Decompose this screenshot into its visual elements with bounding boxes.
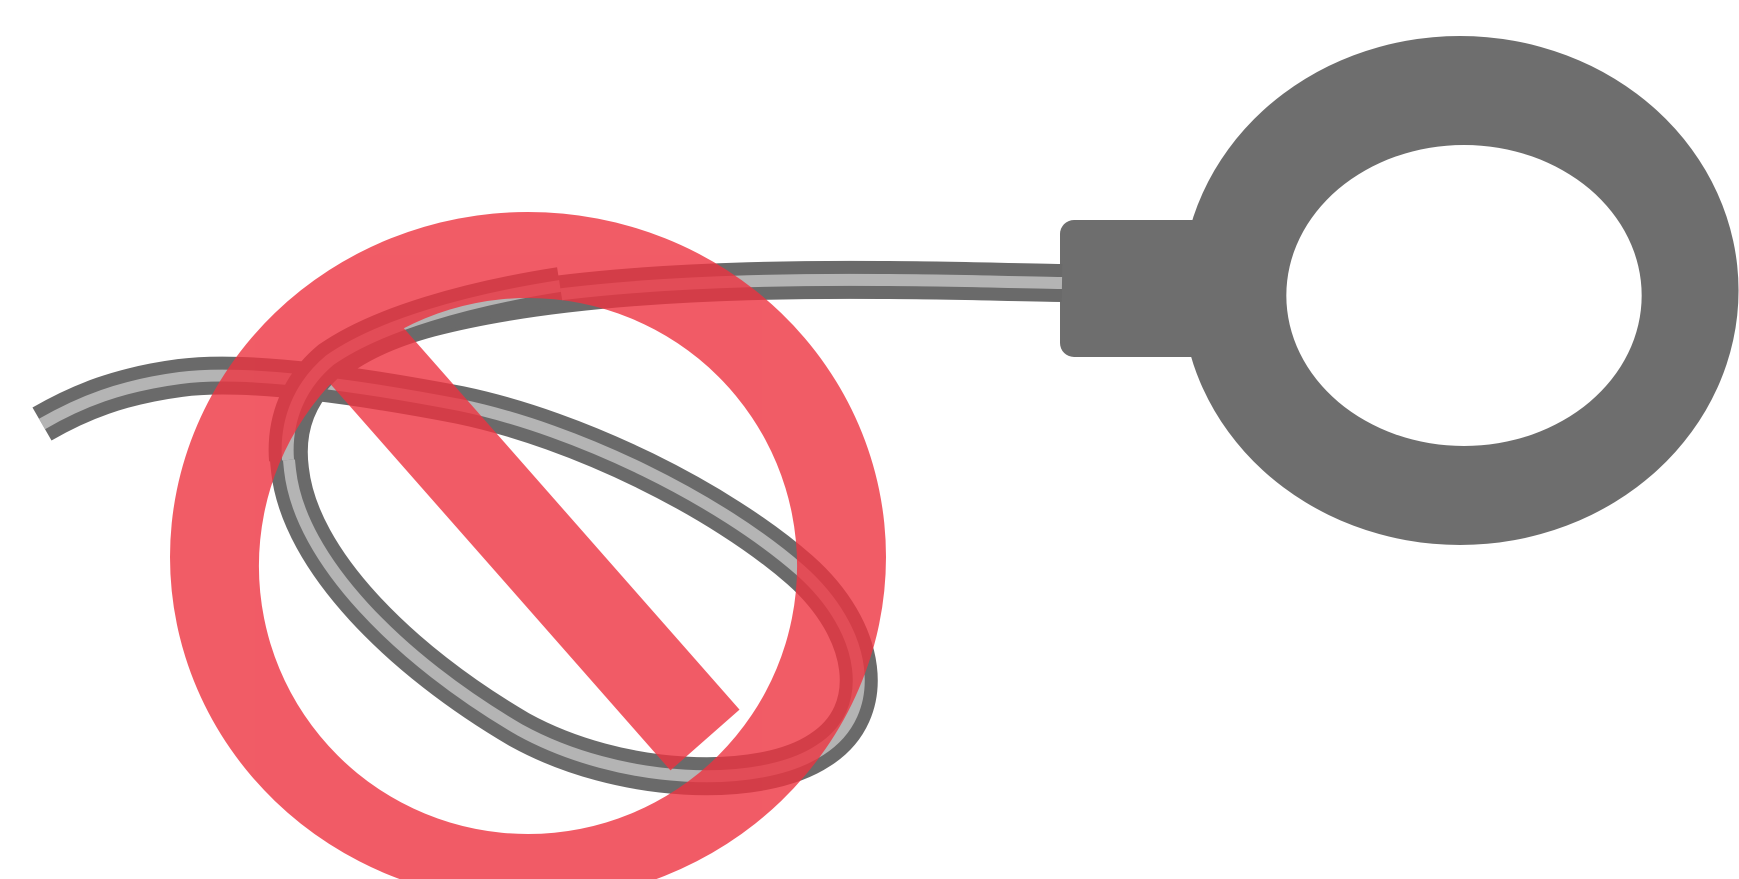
prohibition-slash bbox=[325, 317, 740, 771]
probe-ring bbox=[1181, 36, 1739, 545]
probe-connector-block bbox=[1060, 220, 1220, 357]
prohibition-sign-icon bbox=[170, 212, 886, 879]
ring-probe-icon bbox=[1060, 36, 1739, 545]
